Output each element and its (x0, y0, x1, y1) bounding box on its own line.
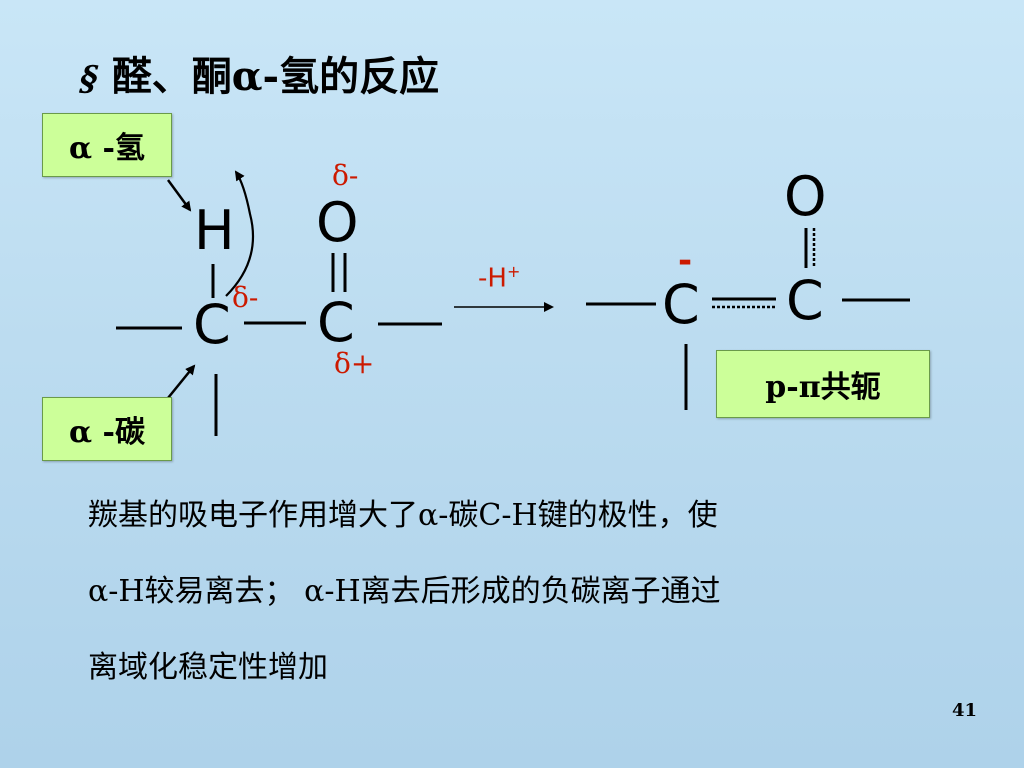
delta-positive-carbonyl: δ+ (334, 347, 375, 380)
reagent-superscript: + (506, 262, 521, 281)
description-line-1: 羰基的吸电子作用增大了α-碳C-H键的极性，使 (88, 498, 718, 533)
atom-right-c-carbonyl: C (786, 269, 824, 332)
curved-arrow-icon (225, 170, 254, 297)
atom-o: O (316, 191, 359, 254)
description-line-2: α-H较易离去； α-H离去后形成的负碳离子通过 (88, 574, 721, 609)
atom-right-c-alpha: C (662, 273, 700, 336)
delta-negative-oxygen: δ- (332, 159, 359, 192)
pointer-arrow-alpha-h-icon (166, 179, 192, 212)
description-text: 羰基的吸电子作用增大了α-碳C-H键的极性，使 α-H较易离去； α-H离去后形… (88, 478, 948, 706)
carbanion-charge: - (678, 241, 693, 281)
atom-h: H (194, 199, 235, 262)
page-number: 41 (952, 700, 978, 721)
atom-c-carbonyl: C (317, 291, 355, 354)
slide-title: §醛、酮α-氢的反应 (75, 44, 440, 102)
label-p-pi-conjugation: p-π共轭 (716, 350, 930, 418)
atom-right-o: O (784, 165, 827, 228)
delta-negative-calpha: δ- (232, 281, 259, 314)
reagent-label: -H+ (478, 264, 520, 292)
label-alpha-hydrogen: α -氢 (42, 113, 172, 177)
description-line-3: 离域化稳定性增加 (88, 650, 328, 685)
pointer-arrow-alpha-c-icon (167, 364, 196, 399)
label-alpha-carbon: α -碳 (42, 397, 172, 461)
title-text: 醛、酮α-氢的反应 (111, 53, 440, 100)
reagent-text: -H (478, 263, 507, 294)
atom-c-alpha: C (193, 293, 231, 356)
